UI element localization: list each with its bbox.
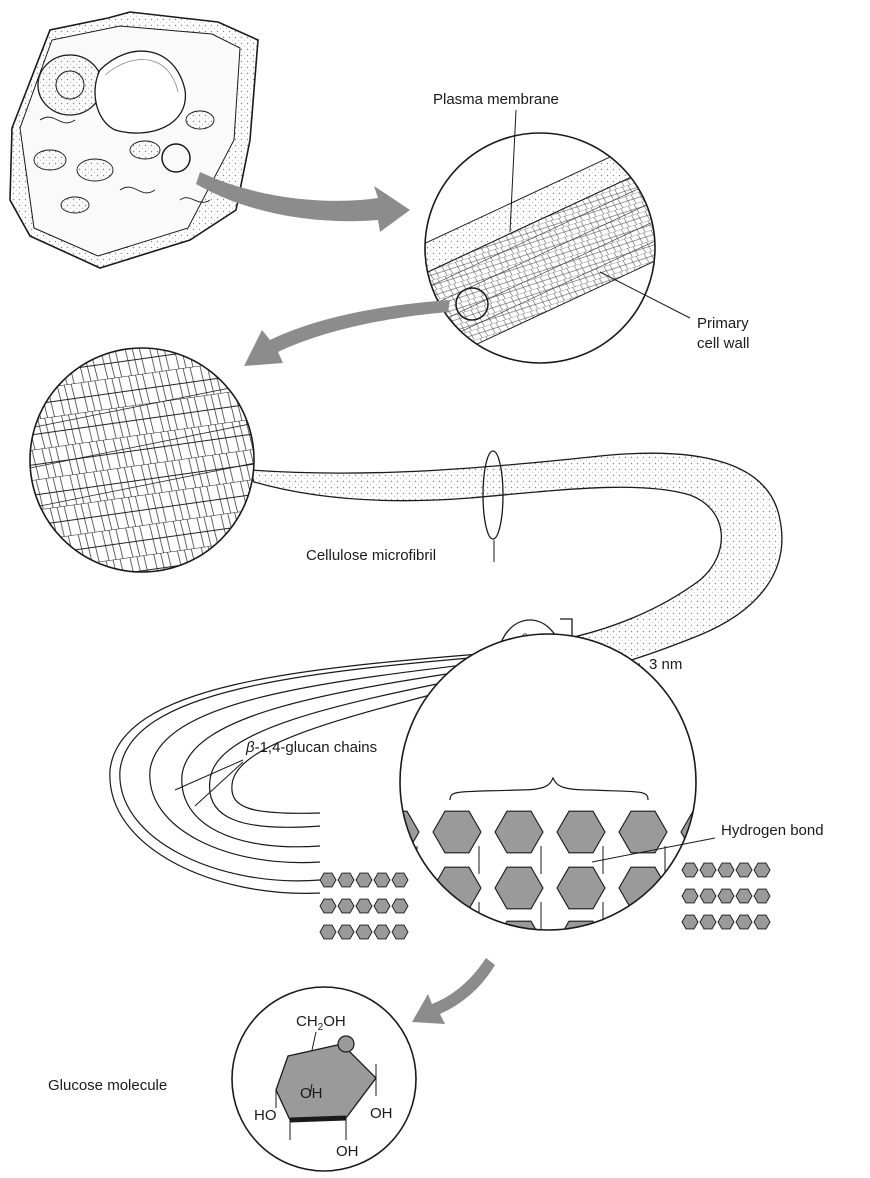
- small-glucose-hex: [374, 899, 390, 913]
- hydrogen-bond-label: Hydrogen bond: [721, 822, 824, 839]
- glucose-molecule-circle: CH2OH OH HO OH OH: [232, 987, 416, 1171]
- small-glucose-hex: [338, 925, 354, 939]
- small-glucose-hex: [718, 863, 734, 877]
- small-glucose-hex: [356, 873, 372, 887]
- glucose-molecule-label: Glucose molecule: [48, 1077, 167, 1094]
- small-glucose-hex: [320, 873, 336, 887]
- ch2oh-c: CH: [296, 1013, 318, 1030]
- small-glucose-hex: [338, 899, 354, 913]
- right-hex-chains: [682, 863, 770, 929]
- primary-cell-wall-label-line1: Primary: [697, 315, 749, 332]
- small-glucose-hex: [718, 915, 734, 929]
- glucan-beta-symbol: β: [245, 739, 255, 756]
- small-glucose-hex: [718, 889, 734, 903]
- left-hex-chains: [320, 873, 408, 939]
- plant-cell-illustration: [10, 12, 258, 268]
- zoom-arrow-2: [244, 300, 450, 366]
- glucan-chains-label: β-1,4-glucan chains: [245, 739, 377, 756]
- primary-cell-wall-label-line2: cell wall: [697, 335, 750, 352]
- small-glucose-hex: [754, 915, 770, 929]
- small-glucose-hex: [736, 915, 752, 929]
- small-glucose-hex: [682, 915, 698, 929]
- small-glucose-hex: [392, 925, 408, 939]
- small-glucose-hex: [338, 873, 354, 887]
- small-glucose-hex: [736, 889, 752, 903]
- ho-left-label: HO: [254, 1107, 277, 1124]
- small-glucose-hex: [700, 863, 716, 877]
- small-glucose-hex: [392, 873, 408, 887]
- small-glucose-hex: [682, 863, 698, 877]
- plasma-membrane-label: Plasma membrane: [433, 91, 559, 108]
- glucan-network-circle: [371, 634, 729, 963]
- small-glucose-hex: [392, 899, 408, 913]
- small-glucose-hex: [374, 925, 390, 939]
- oh-right-label: OH: [370, 1105, 393, 1122]
- small-glucose-hex: [356, 925, 372, 939]
- small-glucose-hex: [754, 889, 770, 903]
- cell-wall-magnified-circle: [400, 115, 700, 380]
- oh-bottom-label: OH: [336, 1143, 359, 1160]
- small-glucose-hex: [700, 889, 716, 903]
- small-glucose-hex: [320, 899, 336, 913]
- small-glucose-hex: [356, 899, 372, 913]
- small-glucose-hex: [736, 863, 752, 877]
- small-glucose-hex: [374, 873, 390, 887]
- small-glucose-hex: [754, 863, 770, 877]
- glucose-unit-hex: [619, 921, 667, 963]
- glucan-chains-text: -1,4-glucan chains: [255, 739, 378, 756]
- glucose-unit-hex: [433, 921, 481, 963]
- ch2oh-oh: OH: [323, 1013, 346, 1030]
- microfibril-network-circle: [20, 340, 270, 590]
- oh-top-label: OH: [300, 1085, 323, 1102]
- cellulose-microfibril-label: Cellulose microfibril: [306, 547, 436, 564]
- diameter-3nm-label: 3 nm: [649, 656, 682, 673]
- zoom-arrow-3: [412, 958, 495, 1024]
- small-glucose-hex: [700, 915, 716, 929]
- small-glucose-hex: [682, 889, 698, 903]
- small-glucose-hex: [320, 925, 336, 939]
